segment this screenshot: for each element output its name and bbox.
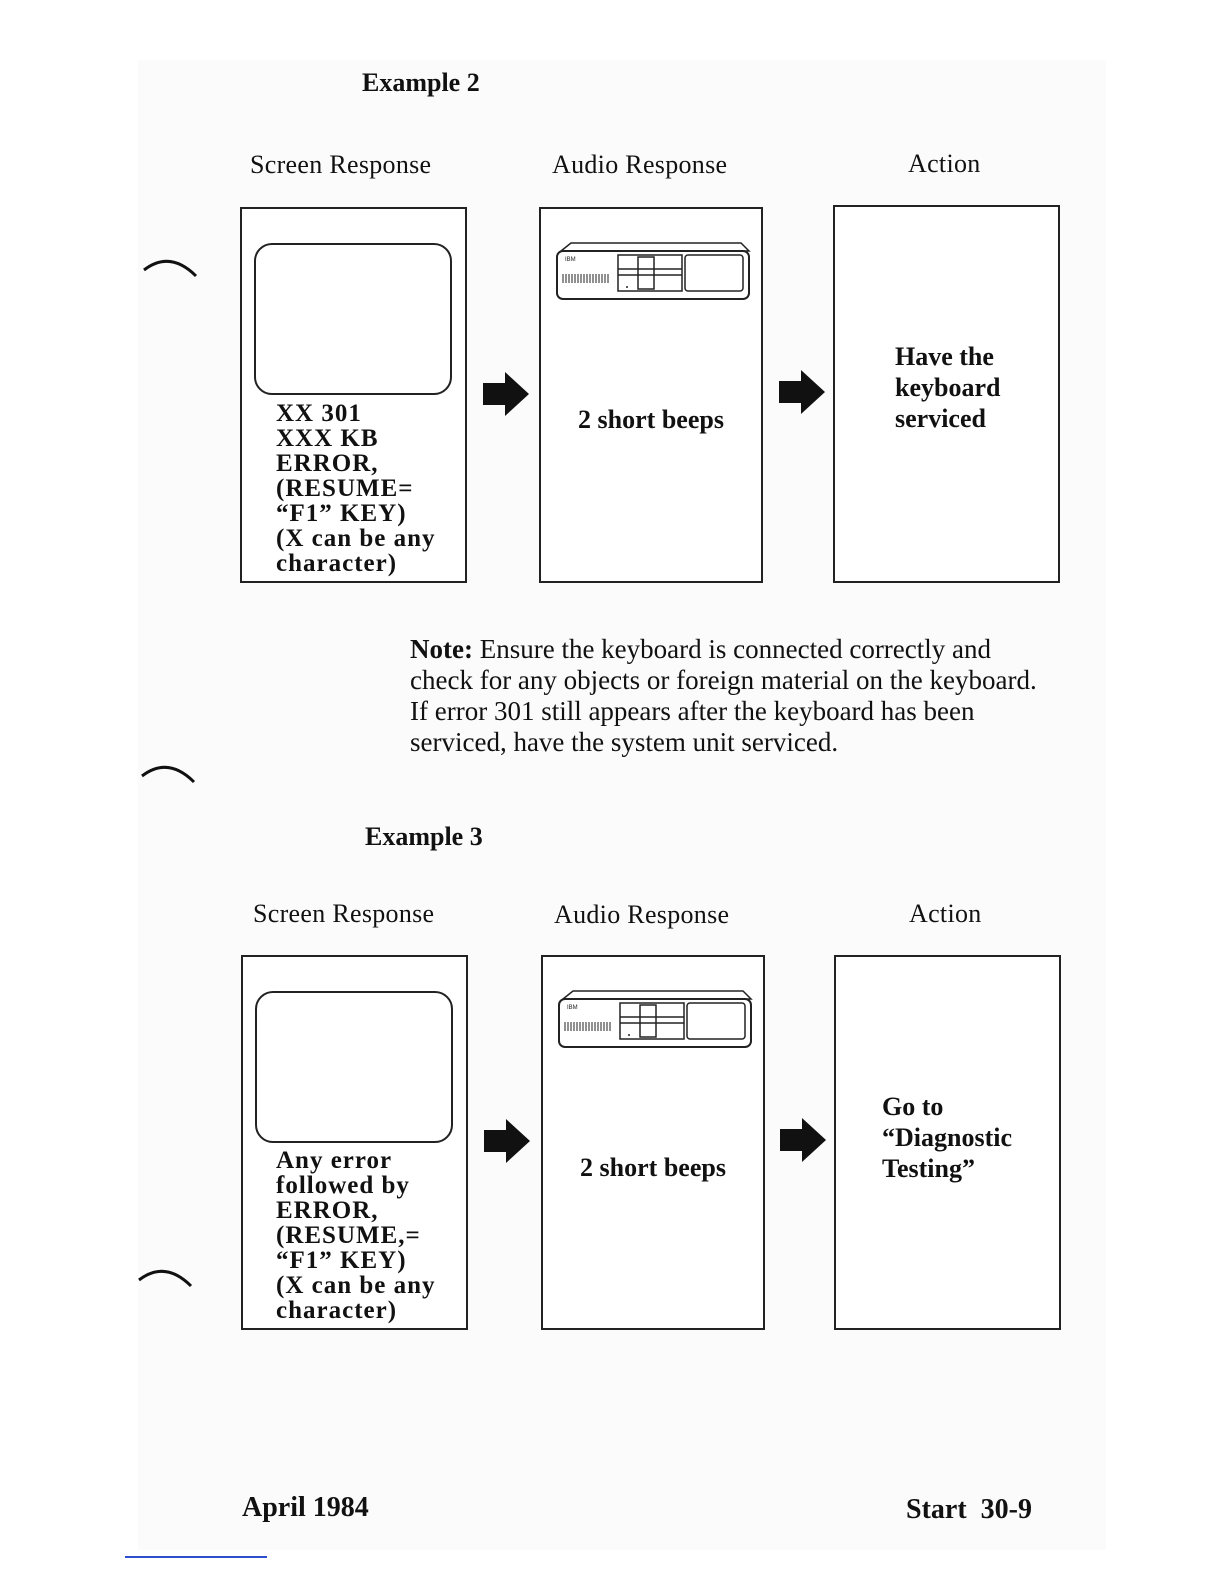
- screen-response-text: XX 301 XXX KB ERROR, (RESUME= “F1” KEY) …: [276, 400, 436, 577]
- audio-response-text: 2 short beeps: [580, 1153, 726, 1182]
- footer-page-number: Start 30-9: [906, 1494, 1032, 1525]
- screen-response-header: Screen Response: [250, 150, 432, 179]
- screen-response-box: Any error followed by ERROR, (RESUME,= “…: [241, 955, 468, 1330]
- arrow-right-icon: [484, 1119, 530, 1163]
- audio-response-header: Audio Response: [552, 150, 728, 179]
- system-unit-icon: IBM: [556, 242, 751, 300]
- action-box: Go to “Diagnostic Testing”: [834, 955, 1061, 1330]
- system-unit-icon: IBM: [558, 990, 753, 1048]
- audio-response-box: IBM 2 short beeps: [539, 207, 763, 583]
- action-header: Action: [908, 149, 981, 178]
- edge-underline: [125, 1556, 267, 1558]
- footer-date: April 1984: [242, 1492, 369, 1523]
- screen-response-box: XX 301 XXX KB ERROR, (RESUME= “F1” KEY) …: [240, 207, 467, 583]
- ibm-logo: IBM: [567, 1005, 578, 1011]
- audio-response-text: 2 short beeps: [578, 405, 724, 434]
- example-2-heading: Example 2: [362, 68, 480, 97]
- screen-response-text: Any error followed by ERROR, (RESUME,= “…: [276, 1147, 436, 1324]
- binder-mark: [141, 765, 196, 784]
- arrow-right-icon: [779, 370, 825, 414]
- note-label: Note:: [410, 634, 473, 664]
- action-header: Action: [909, 899, 982, 928]
- monitor-screen-icon: [254, 243, 452, 395]
- note-paragraph: Note: Ensure the keyboard is connected c…: [410, 634, 1050, 758]
- binder-mark: [143, 259, 198, 278]
- screen-response-header: Screen Response: [253, 899, 435, 928]
- audio-response-box: IBM 2 short beeps: [541, 955, 765, 1330]
- arrow-right-icon: [780, 1118, 826, 1162]
- ibm-logo: IBM: [565, 257, 576, 263]
- action-text: Have the keyboard serviced: [895, 342, 1001, 433]
- action-box: Have the keyboard serviced: [833, 205, 1060, 583]
- monitor-screen-icon: [255, 991, 453, 1143]
- note-text: Ensure the keyboard is connected correct…: [410, 634, 1037, 757]
- action-text: Go to “Diagnostic Testing”: [882, 1092, 1012, 1183]
- example-3-heading: Example 3: [365, 822, 483, 851]
- audio-response-header: Audio Response: [554, 900, 730, 929]
- binder-mark: [138, 1269, 193, 1288]
- arrow-right-icon: [483, 372, 529, 416]
